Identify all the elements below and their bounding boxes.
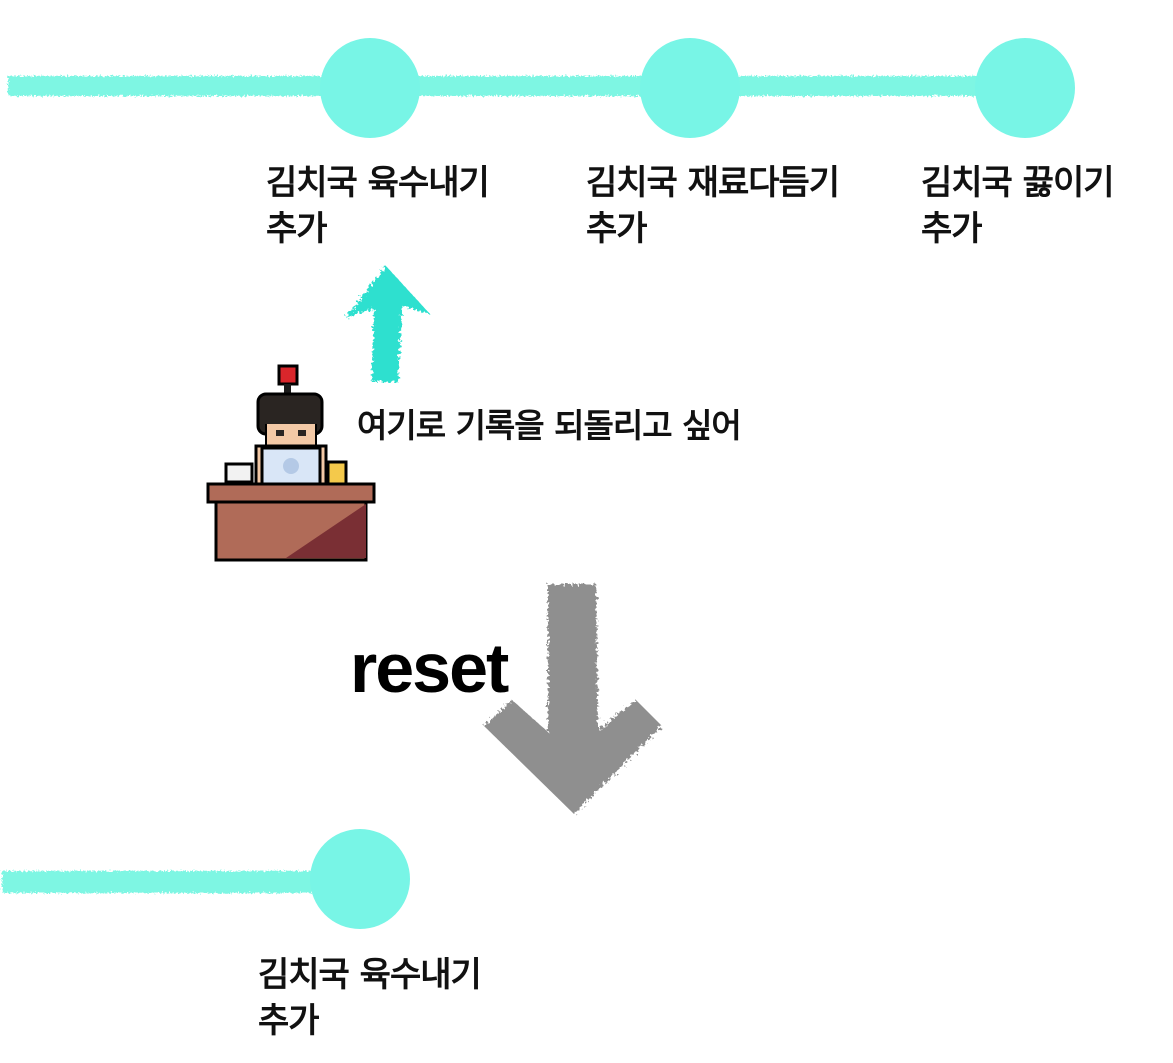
- commit-node: [310, 829, 410, 929]
- annotation-caption: 여기로 기록을 되돌리고 싶어: [357, 406, 742, 445]
- reset-label: reset: [350, 629, 509, 707]
- commit-label: 김치국 재료다듬기 추가: [586, 163, 840, 249]
- commit-node: [320, 38, 420, 138]
- commit-node: [640, 38, 740, 138]
- arrow-down-icon: [484, 584, 662, 814]
- bottom-timeline-line: [2, 871, 372, 893]
- commit-label: 김치국 육수내기 추가: [266, 163, 490, 249]
- arrow-up-icon: [345, 266, 430, 382]
- commit-label: 김치국 끓이기 추가: [921, 163, 1115, 249]
- developer-at-desk-icon: [206, 364, 376, 562]
- commit-node: [975, 38, 1075, 138]
- commit-label: 김치국 육수내기 추가: [258, 955, 482, 1041]
- top-timeline-line: [8, 76, 1038, 96]
